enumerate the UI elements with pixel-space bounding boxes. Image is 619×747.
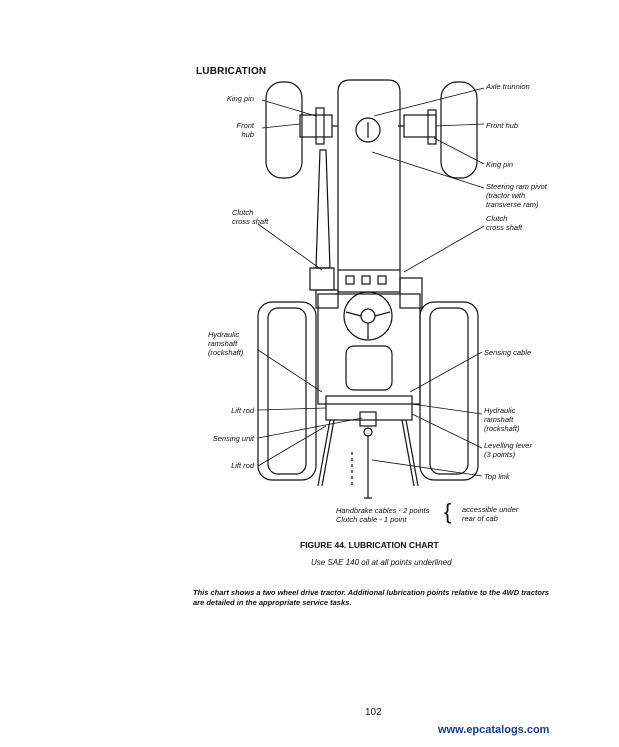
oil-note: Use SAE 140 oil at all points underlined: [311, 558, 452, 567]
label-sensing-cable: Sensing cable: [484, 348, 532, 357]
label-hydraulic-ramshaft-left: Hydraulic ramshaft (rockshaft): [208, 330, 244, 357]
lift-rod-right: [405, 419, 419, 487]
sensing-unit: [359, 411, 377, 427]
label-king-pin-left: King pin: [226, 94, 254, 103]
rear-left-tyre: [257, 301, 317, 481]
label-lift-rod-lower: Lift rod: [231, 461, 254, 470]
cab-floor: [317, 293, 421, 405]
label-levelling-lever: Levelling lever (3 points): [484, 441, 532, 459]
lift-rod-left: [317, 419, 331, 487]
label-king-pin-right: King pin: [486, 160, 514, 169]
rear-right-tyre: [419, 301, 479, 481]
watermark: www.epcatalogs.com: [438, 724, 550, 736]
label-clutch-cross-shaft-right: Clutch cross shaft: [486, 214, 523, 232]
label-sensing-unit: Sensing unit: [212, 434, 254, 443]
axle-trunnion: [355, 117, 381, 143]
label-clutch-cable: Clutch cable - 1 point: [336, 515, 407, 524]
front-right-hub: [403, 114, 437, 138]
label-front-hub-left: Front hub: [236, 121, 254, 139]
dashboard: [337, 269, 401, 293]
page-number: 102: [365, 707, 382, 718]
rear-housing: [325, 395, 413, 421]
label-front-hub-right: Front hub: [486, 121, 519, 130]
page-heading: LUBRICATION: [196, 66, 267, 77]
label-steering-ram-pivot: Steering ram pivot (tractor with transve…: [486, 182, 547, 209]
front-right-tyre: [440, 81, 478, 179]
figure-caption: FIGURE 44. LUBRICATION CHART: [300, 540, 439, 550]
description-paragraph: This chart shows a two wheel drive tract…: [193, 588, 550, 607]
label-hydraulic-ramshaft-right: Hydraulic ramshaft (rockshaft): [484, 406, 520, 433]
brace-symbol: {: [444, 499, 452, 524]
bonnet: [337, 79, 401, 270]
label-top-link: Top link: [484, 472, 510, 481]
label-axle-trunnion: Axle trunnion: [486, 82, 530, 91]
seat: [345, 345, 393, 391]
king-pin-left: [315, 107, 325, 145]
steering-wheel: [343, 291, 393, 341]
label-clutch-cross-shaft-left: Clutch cross shaft: [232, 208, 269, 226]
label-accessible-under: accessible under rear of cab: [462, 505, 519, 523]
label-lift-rod-upper: Lift rod: [231, 406, 254, 415]
steering-ram: [315, 149, 331, 269]
king-pin-right: [427, 109, 437, 145]
label-handbrake-cables: Handbrake cables - 2 points: [336, 506, 430, 515]
front-left-tyre: [265, 81, 303, 179]
